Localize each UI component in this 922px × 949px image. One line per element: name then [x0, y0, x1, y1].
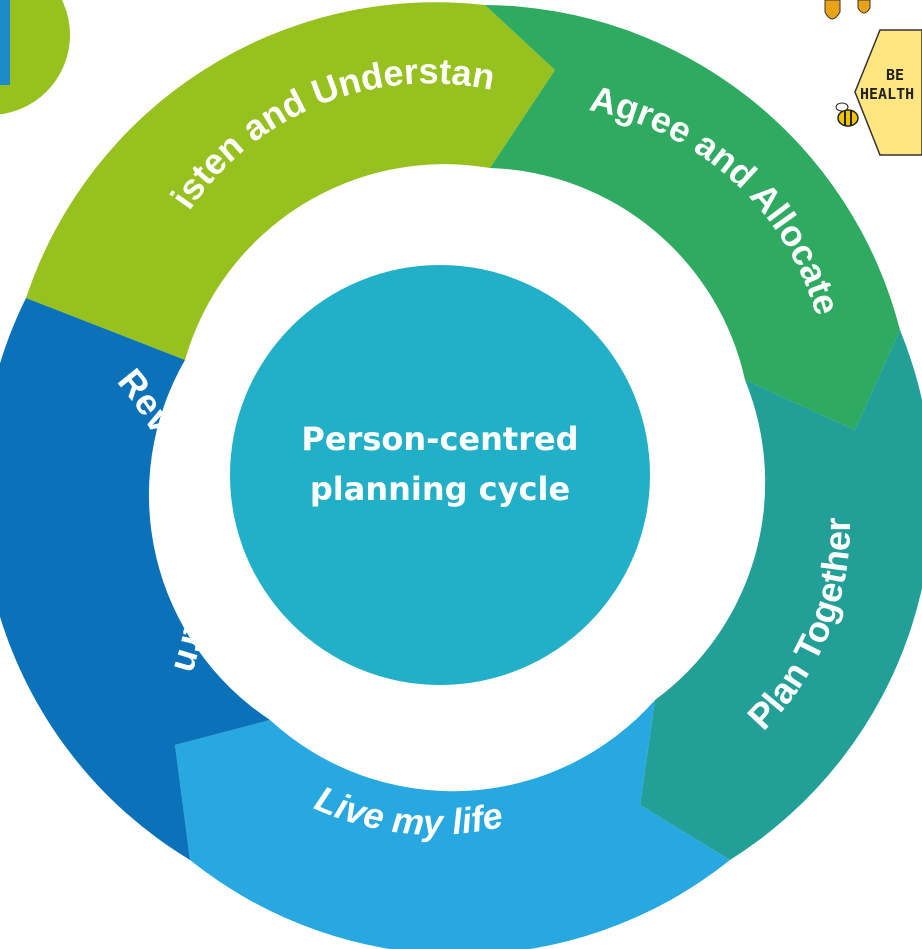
segment-live-my-life [175, 700, 730, 949]
bee-icon [835, 102, 859, 127]
center-circle [230, 265, 650, 685]
segment-agree-and-allocate [485, 5, 900, 430]
segment-listen-and-understand [26, 2, 555, 360]
badge-line1: BE [886, 66, 904, 84]
badge-hexagon [854, 29, 922, 156]
be-healthy-badge: BE HEALTH [824, 0, 922, 156]
badge-line2: HEALTH [860, 85, 914, 103]
segment-review-and-learn [0, 298, 270, 860]
segment-plan-together [640, 330, 922, 860]
center-title-line2: planning cycle [310, 470, 570, 508]
honey-drip [824, 0, 871, 20]
corner-inner-rect [0, 0, 10, 85]
corner-outer-circle [0, 0, 70, 115]
corner-decoration-left [0, 0, 70, 115]
center-title-line1: Person-centred [301, 420, 578, 458]
